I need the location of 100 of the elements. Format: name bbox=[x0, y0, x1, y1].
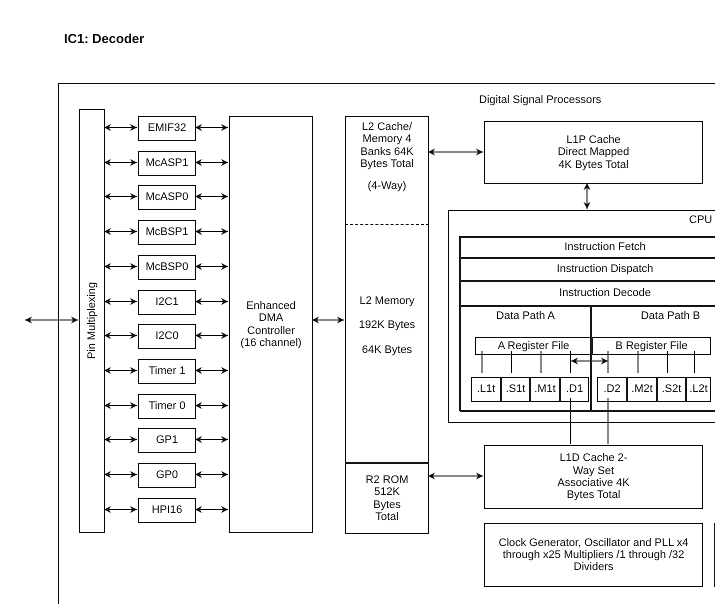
arrow bbox=[194, 332, 228, 339]
controller-block bbox=[229, 116, 313, 533]
peripheral-box bbox=[138, 498, 196, 523]
arrow bbox=[104, 193, 138, 200]
core-frame bbox=[459, 236, 715, 411]
functional-unit-box bbox=[560, 377, 589, 402]
connector-line bbox=[570, 398, 571, 444]
block-label: McBSP1 bbox=[146, 226, 188, 239]
arrow bbox=[194, 436, 228, 443]
arrow bbox=[104, 506, 138, 513]
block-label: 64K Bytes bbox=[362, 344, 412, 356]
peripheral-box bbox=[138, 255, 196, 280]
connector-line bbox=[694, 350, 695, 374]
block-label: I2C0 bbox=[155, 330, 179, 343]
arrow bbox=[104, 367, 138, 374]
peripheral-box bbox=[138, 428, 196, 453]
peripheral-box bbox=[138, 290, 196, 315]
peripheral-box bbox=[138, 220, 196, 245]
pipeline-stage bbox=[460, 281, 715, 306]
system-frame bbox=[58, 83, 715, 604]
block-label: L1D Cache 2-Way Set Associative 4K Bytes Total bbox=[556, 452, 631, 502]
pipeline-stage bbox=[460, 237, 715, 258]
arrow bbox=[584, 182, 590, 210]
block-label: .M2t bbox=[631, 383, 653, 396]
block-label: Instruction Dispatch bbox=[556, 263, 654, 276]
diagram-title: IC1: Decoder bbox=[64, 30, 146, 47]
peripheral-box bbox=[138, 185, 196, 210]
arrow bbox=[104, 159, 138, 166]
block-label: HPI16 bbox=[152, 504, 182, 517]
vertical-label: Pin Multiplexing bbox=[86, 282, 98, 360]
block-label: .L1t bbox=[476, 383, 496, 396]
arrow bbox=[104, 298, 138, 305]
block-label: .D1 bbox=[566, 383, 584, 396]
functional-unit-box bbox=[501, 377, 530, 402]
arrow bbox=[24, 316, 78, 324]
arrow bbox=[194, 124, 228, 131]
block-label: Clock Generator, Oscillator and PLL x4 through x25 Multipliers /1 through /32 Dividers bbox=[498, 536, 690, 574]
block-label: I2C1 bbox=[155, 296, 179, 309]
block-label: L1P Cache Direct Mapped 4K Bytes Total bbox=[556, 134, 630, 171]
block-label: 192K Bytes bbox=[358, 319, 416, 332]
arrow bbox=[194, 506, 228, 513]
arrow bbox=[312, 316, 344, 324]
functional-unit-box bbox=[686, 377, 711, 402]
block-label: Instruction Decode bbox=[559, 287, 651, 300]
block-label: A Register File bbox=[498, 340, 570, 352]
block-label: Instruction Fetch bbox=[564, 241, 646, 254]
block-label: .M1t bbox=[534, 383, 556, 396]
arrow bbox=[194, 228, 228, 235]
functional-unit-box bbox=[657, 377, 686, 402]
arrow bbox=[104, 228, 138, 235]
arrow bbox=[194, 471, 228, 478]
block-label: Data Path A bbox=[496, 310, 555, 322]
peripheral-box bbox=[138, 463, 196, 488]
peripheral-box bbox=[138, 151, 196, 176]
arrow bbox=[104, 332, 138, 339]
block-label: L2 Cache/ Memory 4 Banks 64K Bytes Total bbox=[359, 121, 415, 170]
functional-unit-box bbox=[530, 377, 560, 402]
arrow bbox=[104, 471, 138, 478]
memory-block bbox=[345, 116, 429, 224]
block-label: Timer 0 bbox=[148, 400, 186, 413]
block-label: .S1t bbox=[506, 383, 526, 396]
block-label: (4-Way) bbox=[368, 180, 406, 193]
block-label: Enhanced DMA Controller (16 channel) bbox=[239, 300, 303, 350]
functional-unit-box bbox=[597, 377, 627, 402]
block-label: R2 ROM 512K Bytes Total bbox=[364, 474, 410, 524]
data-path-panel bbox=[591, 306, 715, 412]
cache-block bbox=[484, 445, 703, 509]
block-label: .D2 bbox=[603, 383, 621, 396]
peripheral-box bbox=[138, 116, 196, 141]
block-label: McBSP0 bbox=[146, 261, 188, 274]
data-path-panel bbox=[460, 306, 591, 412]
block-label: .S2t bbox=[662, 383, 682, 396]
register-file-box bbox=[475, 337, 592, 355]
memory-block bbox=[345, 463, 429, 534]
arrow bbox=[194, 402, 228, 409]
peripheral-box bbox=[138, 359, 196, 384]
arrow bbox=[194, 193, 228, 200]
block-label: GP0 bbox=[156, 469, 178, 482]
block-label: .L2t bbox=[689, 383, 708, 396]
block-label: McASP1 bbox=[146, 157, 188, 170]
block-label: B Register File bbox=[615, 340, 688, 352]
arrow bbox=[570, 358, 608, 364]
functional-unit-box bbox=[627, 377, 657, 402]
block-heading: CPU bbox=[689, 214, 712, 226]
cache-block bbox=[484, 121, 703, 184]
block-label: McASP0 bbox=[146, 191, 188, 204]
connector-line bbox=[667, 350, 668, 374]
functional-unit-box bbox=[471, 377, 501, 402]
connector-line bbox=[540, 350, 542, 374]
memory-block bbox=[345, 224, 429, 463]
peripheral-box bbox=[138, 324, 196, 349]
arrow bbox=[194, 298, 228, 305]
clock-block bbox=[484, 523, 703, 587]
peripheral-box bbox=[138, 394, 196, 419]
arrow bbox=[194, 367, 228, 374]
arrow bbox=[194, 159, 228, 166]
block-label: L2 Memory bbox=[359, 295, 415, 308]
block-label: GP1 bbox=[156, 434, 178, 447]
arrow bbox=[104, 436, 138, 443]
block-label: EMIF32 bbox=[148, 122, 186, 135]
